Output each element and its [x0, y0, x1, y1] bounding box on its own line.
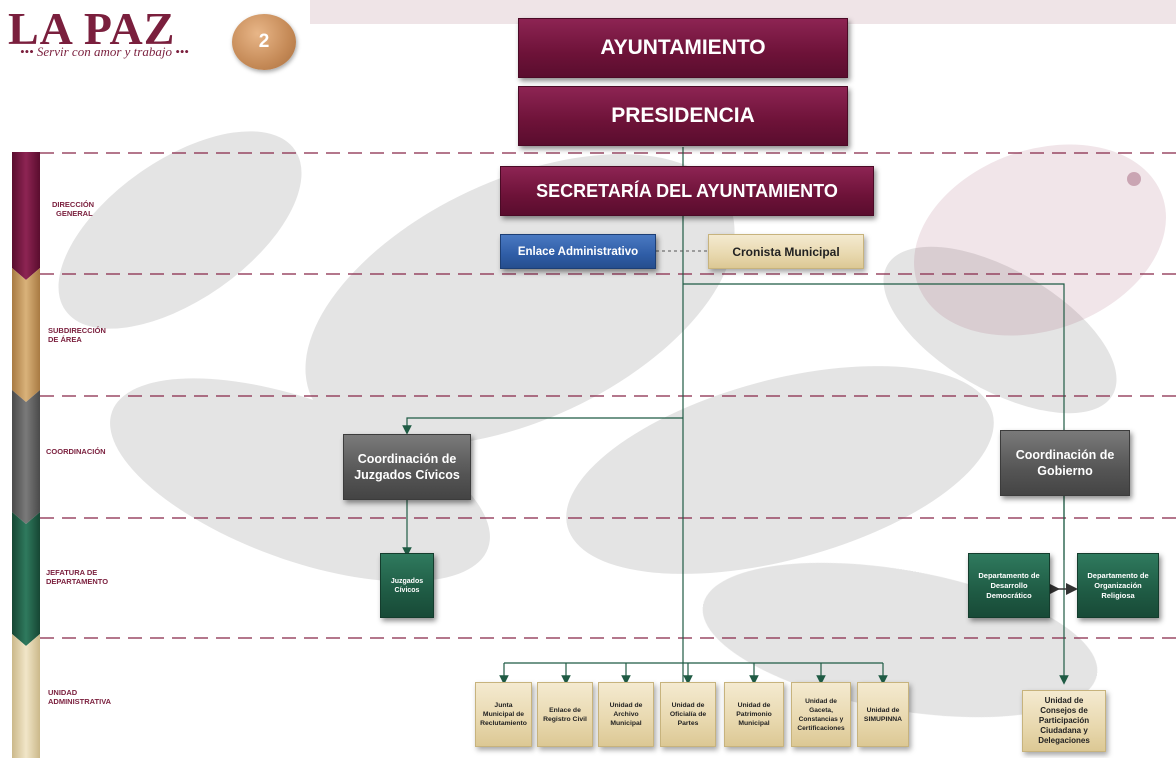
node-juzgados-civicos: Juzgados Cívicos: [380, 553, 434, 618]
level-label-coordinacion: COORDINACIÓN: [46, 447, 106, 456]
node-presidencia: PRESIDENCIA: [518, 86, 848, 146]
unit-box: Unidad de Archivo Municipal: [598, 682, 654, 747]
node-coordinacion-juzgados: Coordinación de Juzgados Cívicos: [343, 434, 471, 500]
unit-box: Unidad de Oficialía de Partes: [660, 682, 716, 747]
node-secretaria: SECRETARÍA DEL AYUNTAMIENTO: [500, 166, 874, 216]
unit-box: Unidad de Patrimonio Municipal: [724, 682, 784, 747]
level-bar: [12, 152, 40, 758]
connector-line: [402, 417, 683, 435]
node-coordinacion-gobierno: Coordinación de Gobierno: [1000, 430, 1130, 496]
node-unidad-consejos: Unidad de Consejos de Participación Ciud…: [1022, 690, 1106, 752]
logo-text: LA PAZ: [8, 3, 176, 54]
unit-box: Enlace de Registro Civil: [537, 682, 593, 747]
node-depto-religiosa: Departamento de Organización Religiosa: [1077, 553, 1159, 618]
page-number-badge: 2: [232, 14, 296, 70]
unit-box: Unidad de Gaceta, Constancias y Certific…: [791, 682, 851, 747]
unit-box: Unidad de SIMUPINNA: [857, 682, 909, 747]
unit-box: Junta Municipal de Reclutamiento: [475, 682, 532, 747]
node-ayuntamiento: AYUNTAMIENTO: [518, 18, 848, 78]
node-depto-desarrollo: Departamento de Desarrollo Democrático: [968, 553, 1050, 618]
la-paz-logo: LA PAZ ••• Servir con amor y trabajo •••: [8, 4, 224, 62]
node-enlace-administrativo: Enlace Administrativo: [500, 234, 656, 269]
node-cronista-municipal: Cronista Municipal: [708, 234, 864, 269]
logo-tagline: ••• Servir con amor y trabajo •••: [20, 44, 189, 59]
